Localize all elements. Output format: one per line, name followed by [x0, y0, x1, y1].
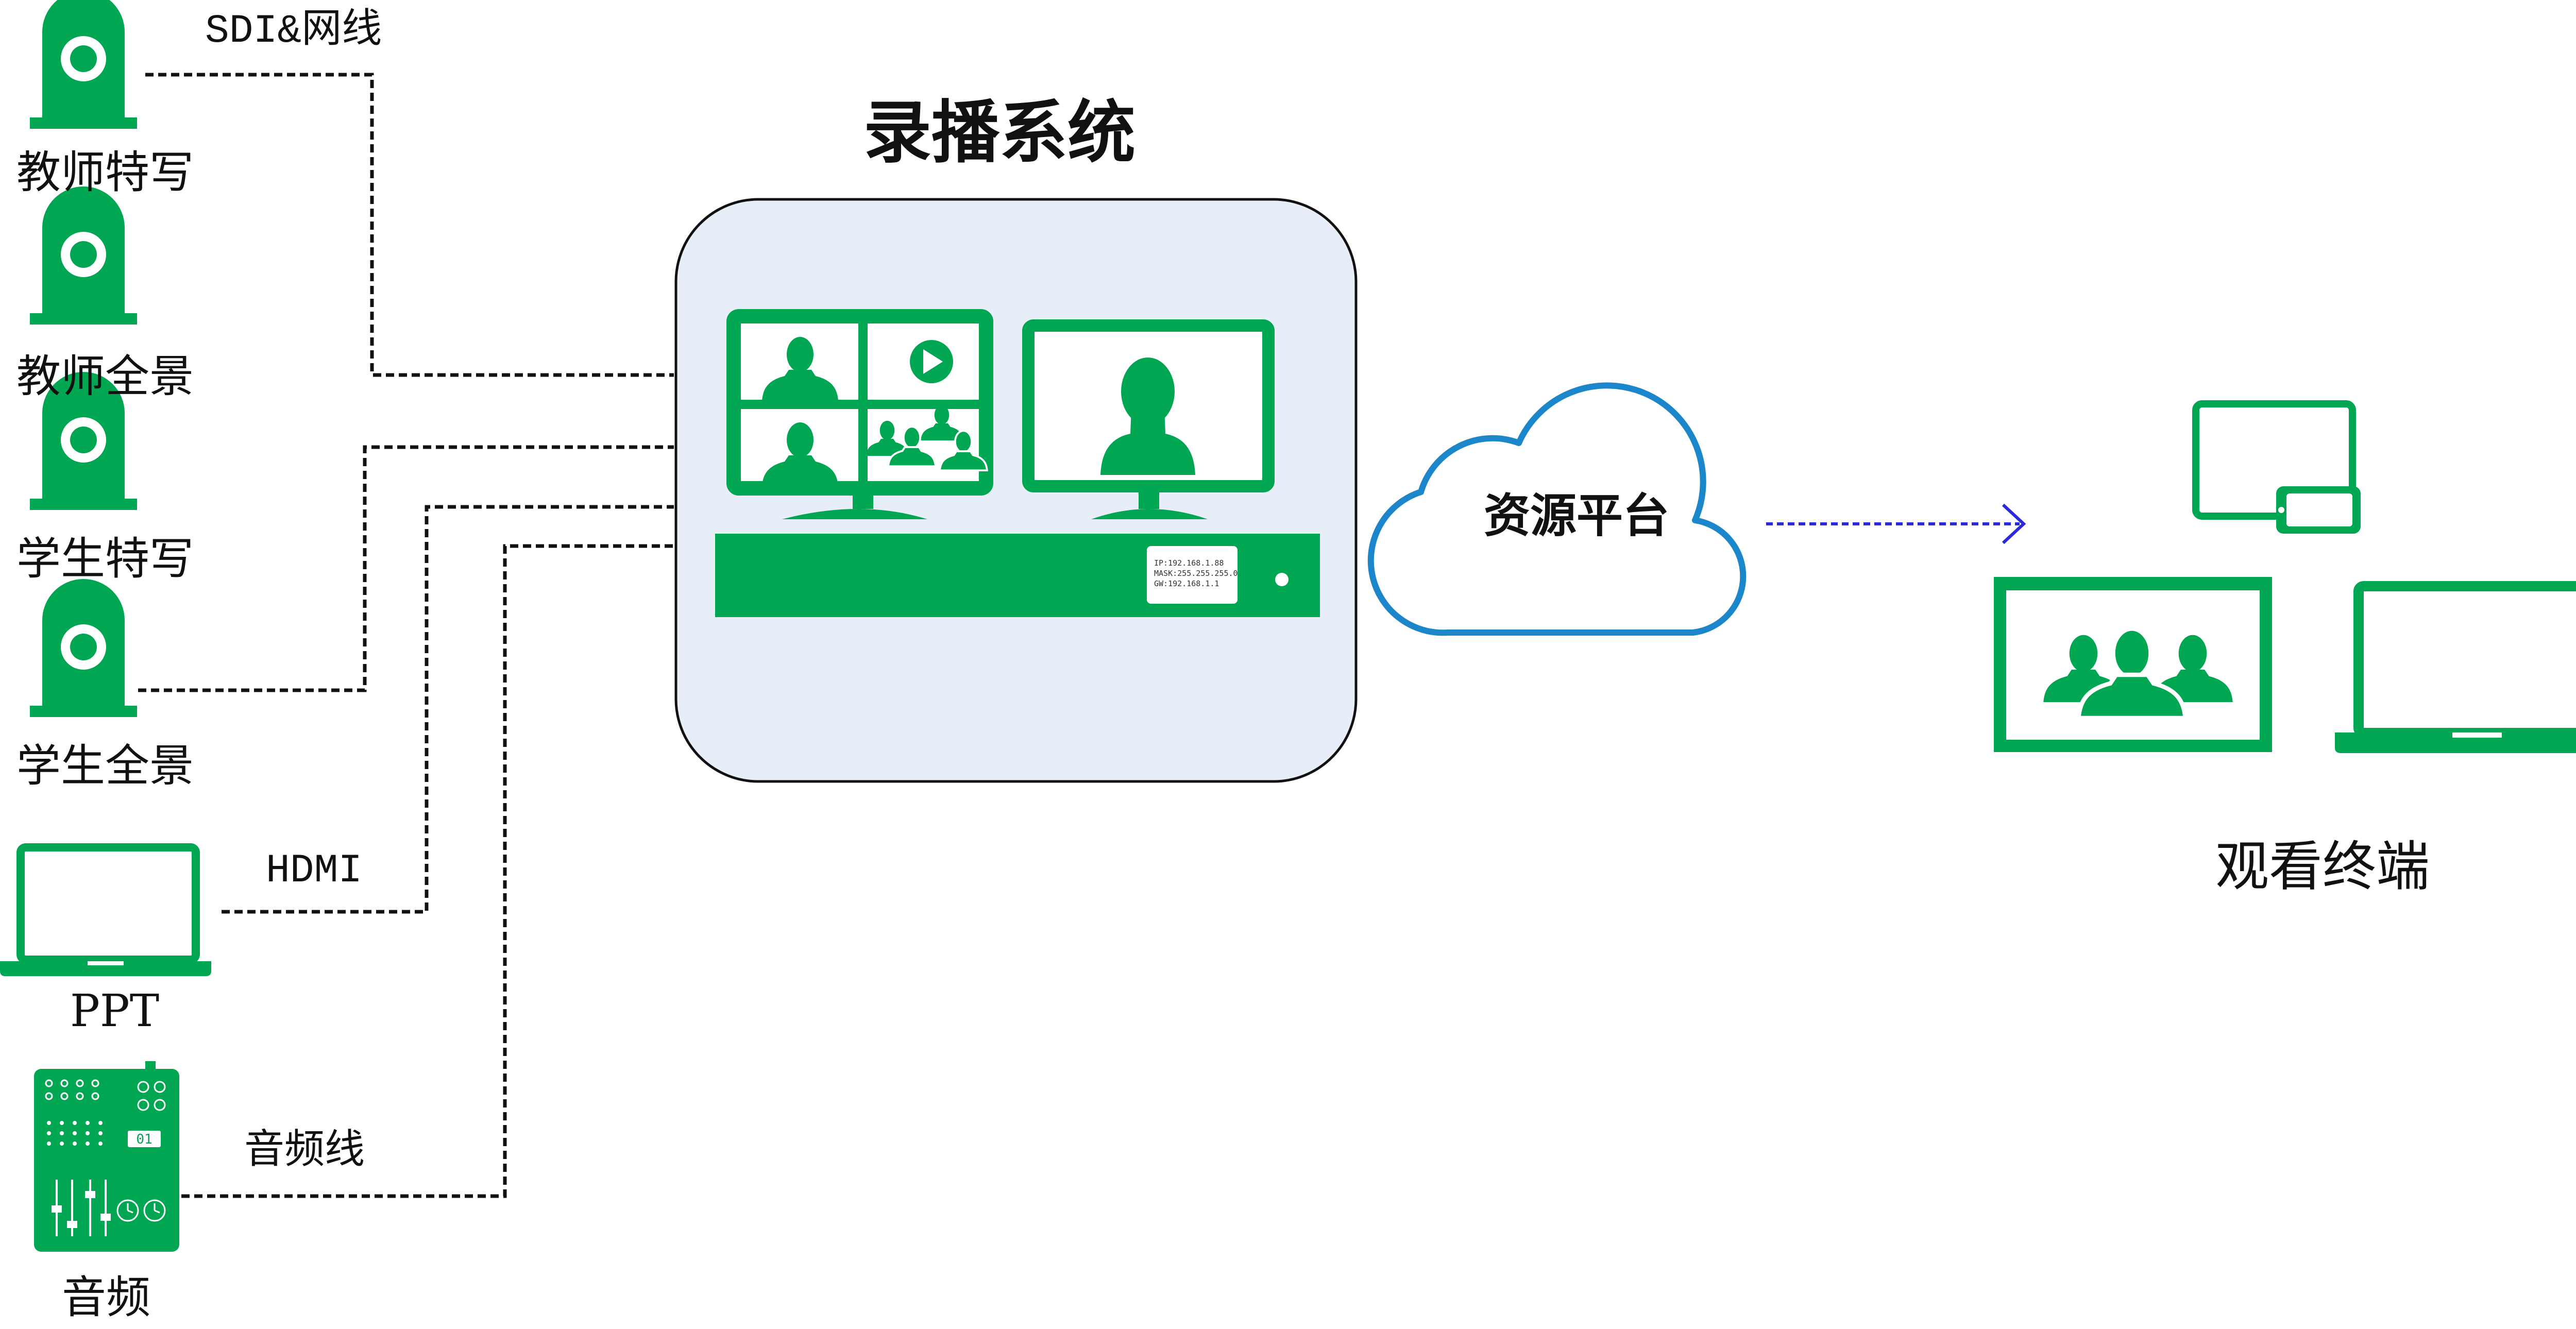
- cloud-label: 资源平台: [1484, 488, 1669, 543]
- connector-teacher-closeup: [145, 73, 674, 377]
- quad-view-monitor-icon: [726, 309, 993, 519]
- source-label-student-closeup: 学生特写: [16, 533, 194, 585]
- source-label-student-panorama: 学生全景: [16, 740, 194, 792]
- device-ip: IP:192.168.1.88: [1154, 558, 1224, 568]
- recorder-device: [715, 534, 1320, 617]
- cloud-icon: [1367, 382, 1747, 636]
- device-info-panel: [1147, 546, 1238, 604]
- tablet-icon: [2192, 400, 2361, 534]
- connection-label-hdmi: HDMI: [266, 848, 363, 894]
- connector-audio: [181, 544, 674, 1198]
- audio-mixer-icon: 01: [34, 1061, 179, 1252]
- recording-system-title: 录播系统: [863, 93, 1136, 173]
- device-mask: MASK:255.255.255.0: [1154, 569, 1238, 578]
- source-label-teacher-panorama: 教师全景: [16, 351, 194, 402]
- connector-student-panorama: [138, 445, 674, 692]
- source-label-ppt: PPT: [70, 985, 160, 1037]
- mixer-display: 01: [136, 1132, 152, 1147]
- presenter-monitor-icon: [1022, 319, 1275, 519]
- device-gateway: GW:192.168.1.1: [1154, 579, 1219, 588]
- presenter-icon: [1100, 357, 1195, 475]
- ptz-camera-icon: [30, 186, 137, 325]
- power-indicator-icon: [1275, 573, 1289, 586]
- ptz-camera-icon: [30, 579, 137, 717]
- ptz-camera-icon: [30, 0, 137, 129]
- group-monitor-icon: [1994, 577, 2272, 752]
- source-label-audio: 音频: [62, 1272, 150, 1323]
- laptop-icon: [0, 843, 211, 976]
- distribution-arrow: [1766, 503, 2026, 544]
- connection-label-sdi: SDI&网线: [205, 9, 382, 54]
- connector-ppt: [222, 505, 674, 914]
- connection-label-audio: 音频线: [244, 1130, 365, 1175]
- source-label-teacher-closeup: 教师特写: [16, 147, 194, 198]
- smartphone-icon: [2278, 507, 2284, 513]
- laptop-icon: [2335, 581, 2576, 753]
- viewer-terminals-label: 观看终端: [2215, 835, 2430, 898]
